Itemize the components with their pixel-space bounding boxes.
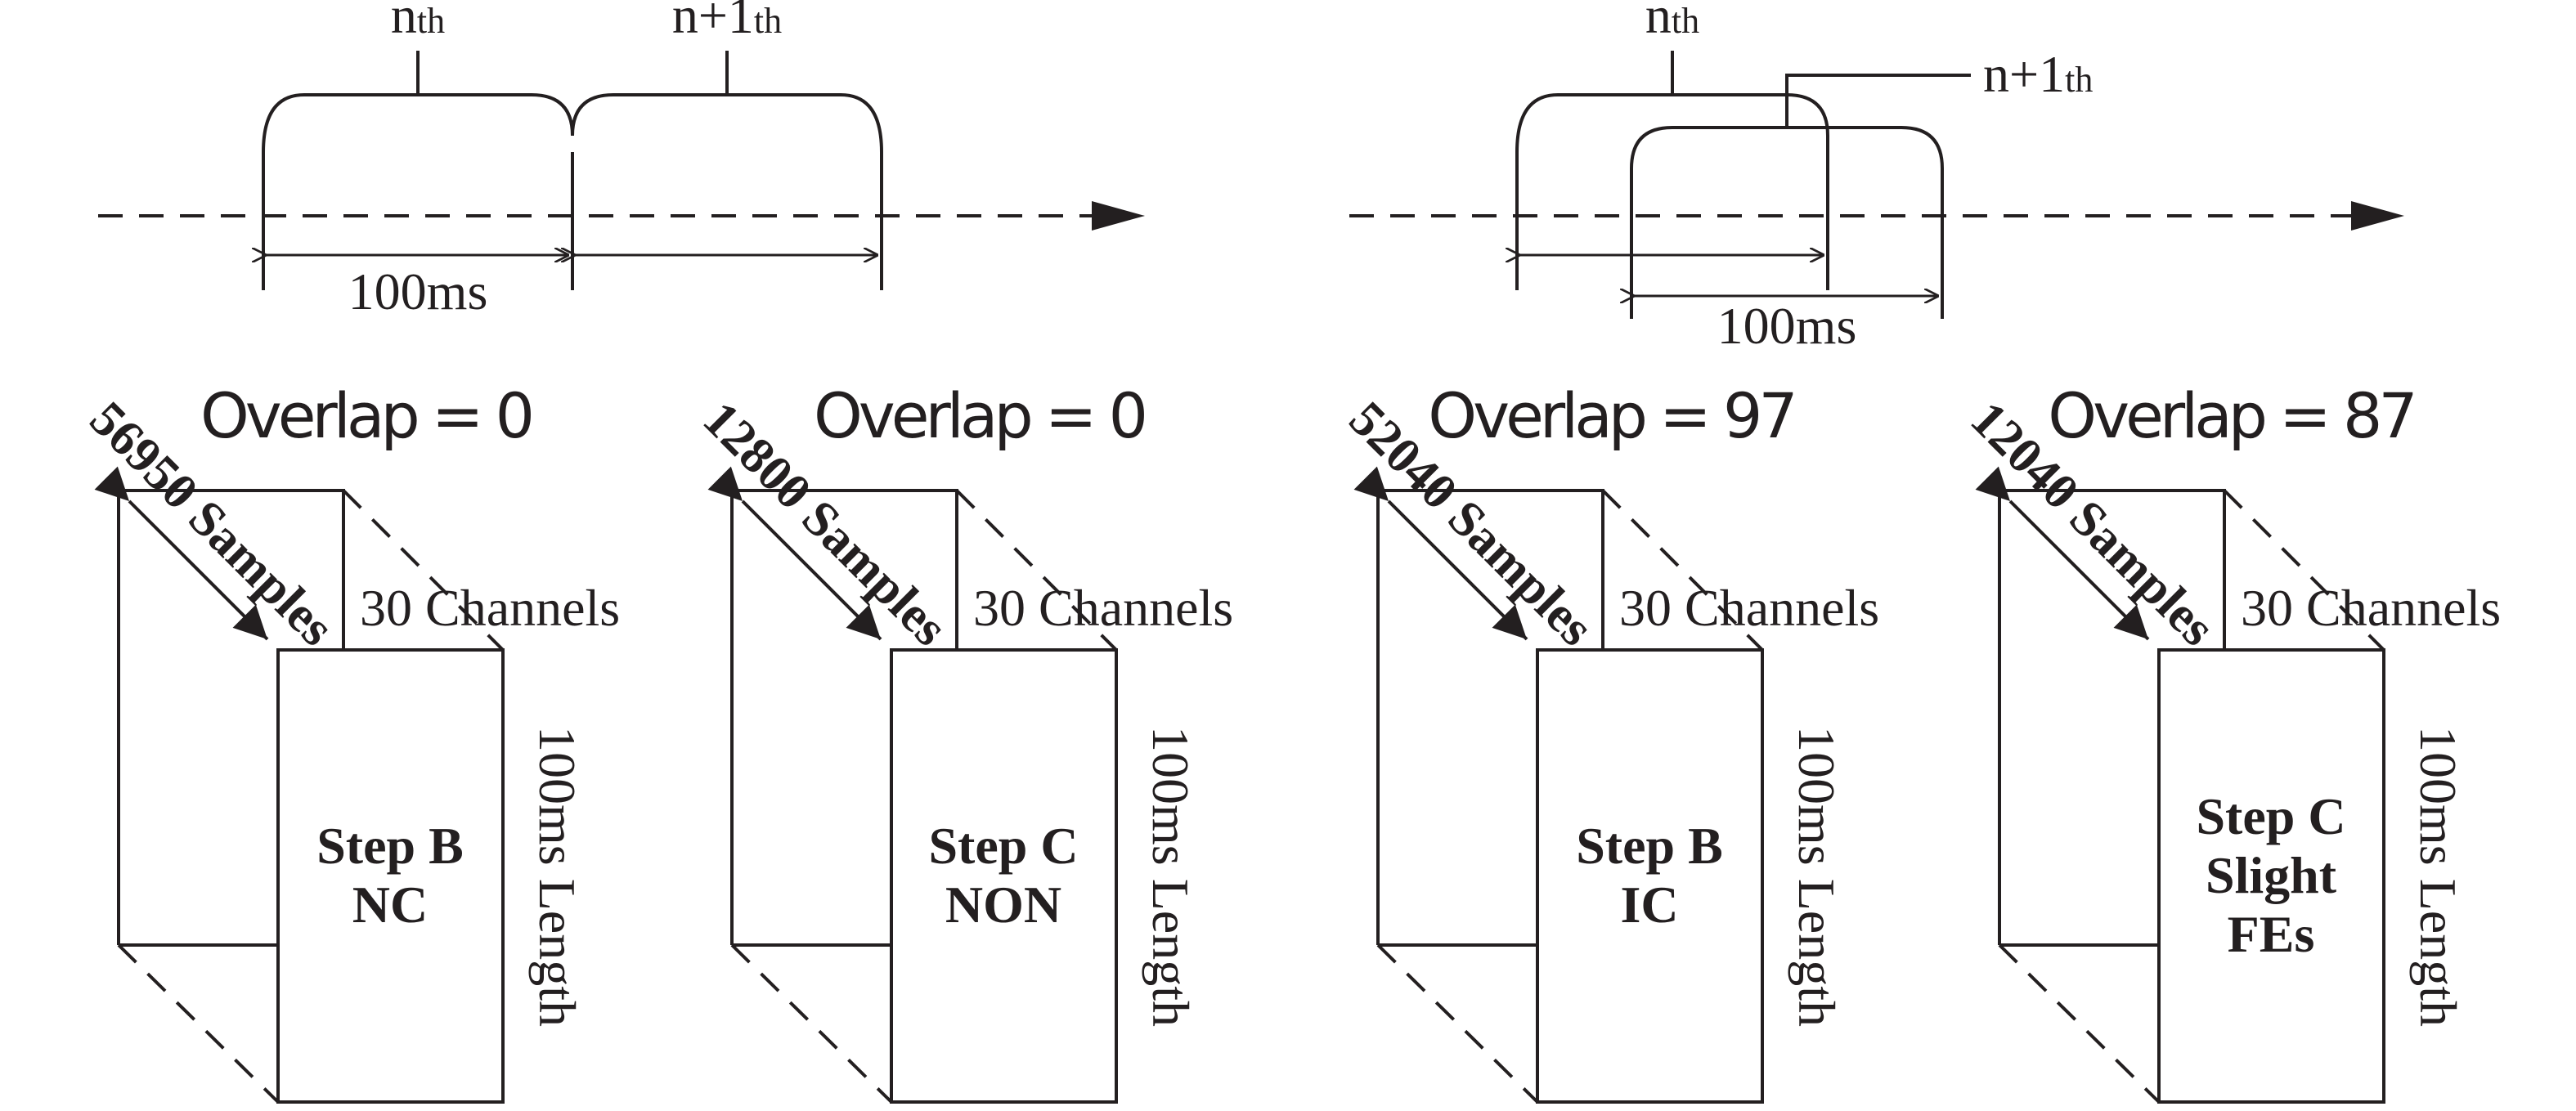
- samples-arrow: [1975, 466, 2150, 641]
- block-hidden-edge: [1998, 943, 2161, 1104]
- block-step-label: Step C: [928, 817, 1078, 875]
- block-front-face: [890, 648, 1118, 1104]
- length-label: 100ms Length: [1142, 726, 1200, 1027]
- time-arrow-right: [2351, 201, 2404, 231]
- block-step-label: NON: [945, 876, 1061, 934]
- block-hidden-edge: [1601, 489, 1764, 652]
- channels-label: 30 Channels: [360, 579, 620, 637]
- block-step-label: IC: [1620, 876, 1678, 934]
- time-arrow-left: [1092, 201, 1145, 231]
- duration-label: 100ms: [348, 262, 488, 320]
- channels-label: 30 Channels: [973, 579, 1233, 637]
- block-hidden-edge: [2223, 489, 2385, 652]
- leader-line-n1: [1785, 74, 1971, 128]
- length-label: 100ms Length: [2409, 726, 2467, 1027]
- block-step-label: FEs: [2228, 905, 2315, 963]
- samples-arrow: [1353, 466, 1528, 641]
- timeline-left: nth n+1th 100ms: [98, 0, 1145, 320]
- length-label: 100ms Length: [528, 726, 586, 1027]
- overlap-title: Overlap = 97: [1428, 379, 1793, 452]
- window-label-n1: n+1th: [672, 0, 782, 44]
- window-brace-n: [262, 93, 574, 153]
- window-brace-n1: [571, 93, 883, 153]
- block-step-label: Step C: [2196, 787, 2345, 845]
- timeline-right: nth n+1th 100ms: [1349, 0, 2404, 355]
- block-step-label: Slight: [2206, 846, 2337, 904]
- window-brace-n: [1515, 93, 1829, 153]
- channels-label: 30 Channels: [2241, 579, 2501, 637]
- samples-arrow: [94, 466, 269, 641]
- overlap-title: Overlap = 0: [814, 379, 1145, 452]
- block-hidden-edge: [342, 489, 505, 652]
- block-hidden-edge: [955, 489, 1118, 652]
- window-label-n: nth: [1645, 0, 1699, 44]
- length-label: 100ms Length: [1788, 726, 1846, 1027]
- block-hidden-edge: [1376, 943, 1539, 1104]
- overlap-title: Overlap = 87: [2048, 379, 2413, 452]
- block-front-face: [276, 648, 505, 1104]
- block-front-face: [1536, 648, 1764, 1104]
- channels-label: 30 Channels: [1619, 579, 1879, 637]
- block-step-label: Step B: [1576, 817, 1723, 875]
- block-hidden-edge: [730, 943, 893, 1104]
- overlap-title: Overlap = 0: [200, 379, 532, 452]
- samples-arrow: [707, 466, 882, 641]
- window-label-n: nth: [391, 0, 445, 44]
- block-hidden-edge: [117, 943, 280, 1104]
- block-step-label: Step B: [316, 817, 464, 875]
- block-step-label: NC: [352, 876, 428, 934]
- block-front-face: [2157, 648, 2385, 1104]
- duration-label: 100ms: [1717, 297, 1857, 355]
- window-label-n1: n+1th: [1983, 45, 2093, 103]
- window-brace-n1: [1630, 126, 1944, 169]
